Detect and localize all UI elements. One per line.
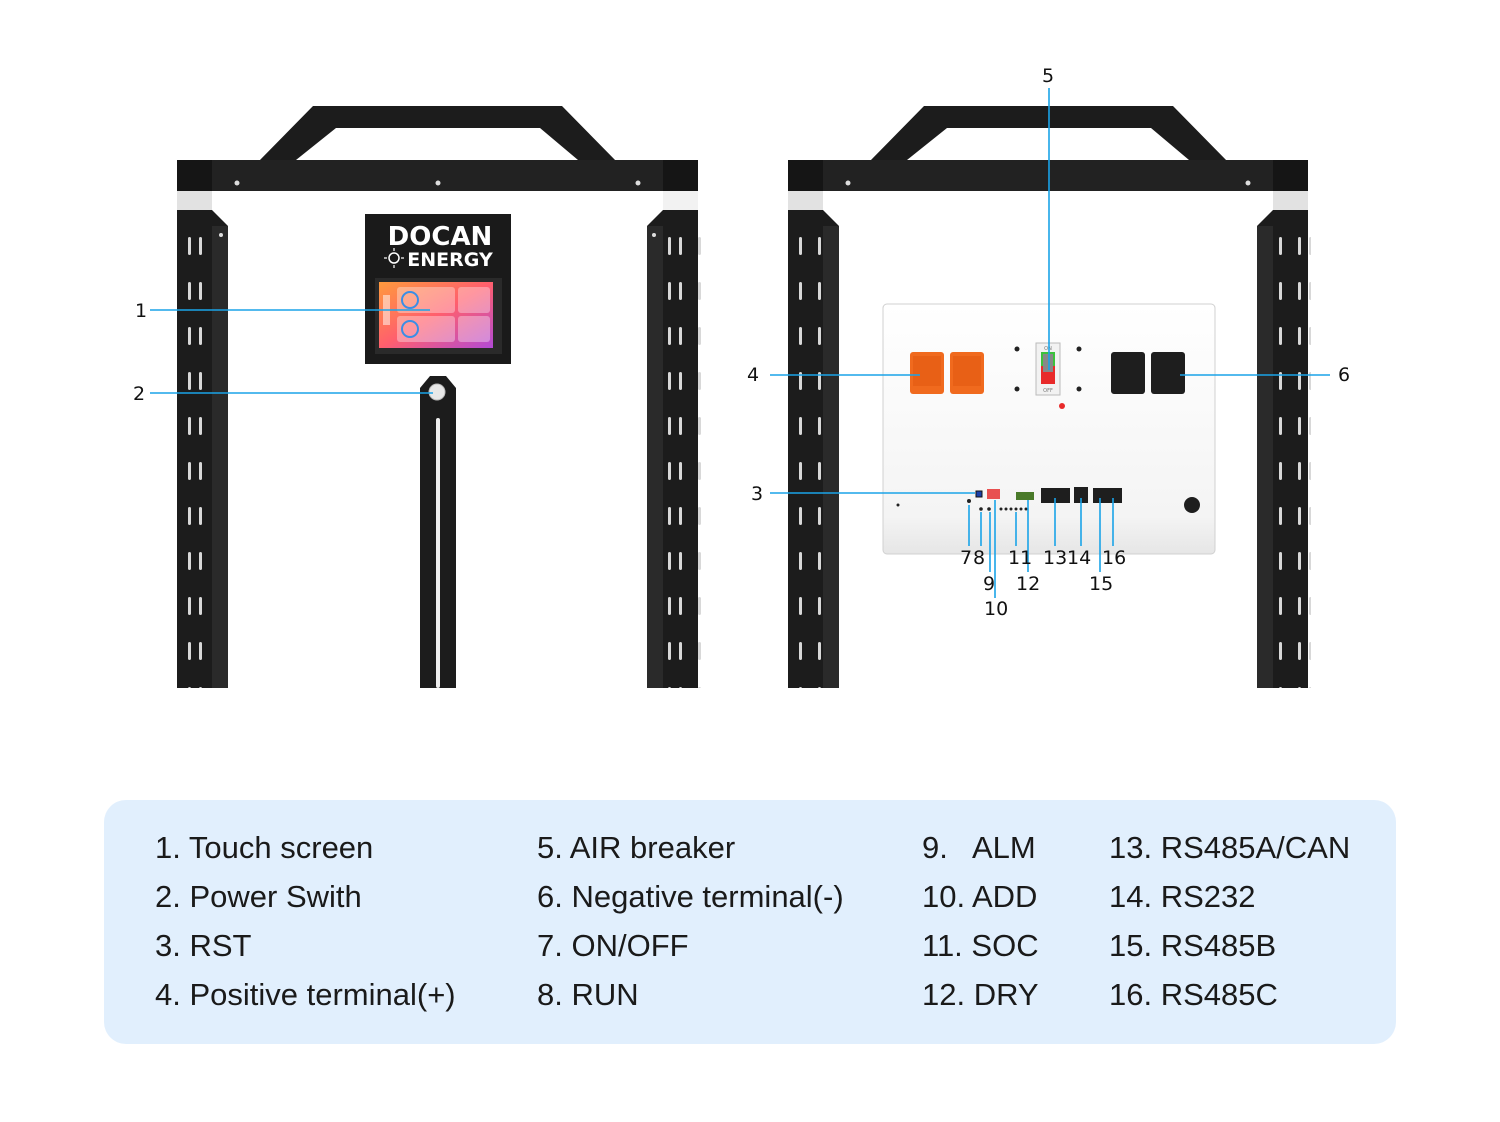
legend-item: 9. ALM <box>922 830 1036 865</box>
rs485a-can-port[interactable] <box>1041 488 1070 503</box>
callout-7: 7 <box>960 547 972 569</box>
sun-at-icon <box>384 248 404 268</box>
callout-9: 9 <box>983 573 995 595</box>
legend-item: 14. RS232 <box>1109 879 1256 914</box>
legend-item: 6. Negative terminal(-) <box>537 879 844 914</box>
legend-column-1: 1. Touch screen 2. Power Swith 3. RST 4.… <box>155 828 456 1024</box>
touch-screen-module: DOCAN ENERGY <box>365 214 511 364</box>
back-panel: ON OFF <box>882 303 1216 555</box>
right-rail <box>1257 210 1311 688</box>
callout-10: 10 <box>984 598 1008 620</box>
on-off-button[interactable] <box>967 499 971 503</box>
legend-item: 7. ON/OFF <box>537 928 689 963</box>
callout-13: 13 <box>1043 547 1067 569</box>
rs485b-c-port[interactable] <box>1093 488 1122 503</box>
breaker-off-label: OFF <box>1043 388 1053 394</box>
touch-screen-display[interactable] <box>379 282 493 348</box>
air-breaker[interactable]: ON OFF <box>1035 342 1061 396</box>
run-led <box>979 507 983 511</box>
negative-terminal[interactable] <box>1111 352 1185 394</box>
legend-item: 4. Positive terminal(+) <box>155 977 456 1012</box>
top-bar <box>788 160 1308 191</box>
add-dip-switch[interactable] <box>987 489 1000 499</box>
top-bar <box>177 160 698 191</box>
legend-item: 8. RUN <box>537 977 639 1012</box>
right-rail <box>647 210 701 688</box>
power-switch-arm <box>420 376 456 688</box>
callout-14: 14 <box>1067 547 1091 569</box>
callout-11: 11 <box>1008 547 1032 569</box>
callout-numbers: 1 2 3 4 5 6 7 8 9 10 11 12 13 14 15 16 <box>133 65 1350 620</box>
legend-item: 1. Touch screen <box>155 830 374 865</box>
callout-6: 6 <box>1338 364 1350 386</box>
legend-item: 15. RS485B <box>1109 928 1277 963</box>
left-rail <box>788 210 839 688</box>
callout-15: 15 <box>1089 573 1113 595</box>
legend-item: 12. DRY <box>922 977 1039 1012</box>
legend-item: 2. Power Swith <box>155 879 362 914</box>
callout-3: 3 <box>751 483 763 505</box>
callout-16: 16 <box>1102 547 1126 569</box>
legend-item: 3. RST <box>155 928 252 963</box>
callout-1: 1 <box>135 300 147 322</box>
rst-button[interactable] <box>975 490 983 498</box>
legend-item: 5. AIR breaker <box>537 830 736 865</box>
legend-item: 11. SOC <box>922 928 1039 963</box>
breaker-on-label: ON <box>1044 346 1052 352</box>
callout-2: 2 <box>133 383 145 405</box>
indicator-led <box>1059 403 1065 409</box>
left-rail <box>177 210 228 688</box>
legend-column-2: 5. AIR breaker 6. Negative terminal(-) 7… <box>537 828 844 1024</box>
legend-column-4: 13. RS485A/CAN 14. RS232 15. RS485B 16. … <box>1109 828 1350 1024</box>
positive-terminal[interactable] <box>910 352 984 394</box>
ground-knob <box>1184 497 1200 513</box>
leader-lines <box>150 88 1330 598</box>
top-handle <box>258 106 617 162</box>
legend-item: 10. ADD <box>922 879 1038 914</box>
power-switch-button[interactable] <box>428 383 446 401</box>
back-view: ON OFF <box>788 106 1311 688</box>
callout-12: 12 <box>1016 573 1040 595</box>
callout-8: 8 <box>973 547 985 569</box>
brand-line-1: DOCAN <box>388 222 493 252</box>
legend-item: 16. RS485C <box>1109 977 1278 1012</box>
callout-5: 5 <box>1042 65 1054 87</box>
legend-panel: 1. Touch screen 2. Power Swith 3. RST 4.… <box>104 800 1396 1044</box>
callout-4: 4 <box>747 364 759 386</box>
alm-led <box>987 507 991 511</box>
product-diagram: DOCAN ENERGY <box>133 65 1350 688</box>
legend-column-3: 9. ALM 10. ADD 11. SOC 12. DRY <box>922 828 1039 1024</box>
front-view: DOCAN ENERGY <box>177 106 701 688</box>
soc-leds <box>999 507 1028 511</box>
legend-item: 13. RS485A/CAN <box>1109 830 1351 865</box>
top-handle <box>869 106 1228 162</box>
brand-line-2: ENERGY <box>407 249 493 271</box>
dry-contact-port[interactable] <box>1016 492 1034 500</box>
rs232-port[interactable] <box>1074 487 1088 503</box>
